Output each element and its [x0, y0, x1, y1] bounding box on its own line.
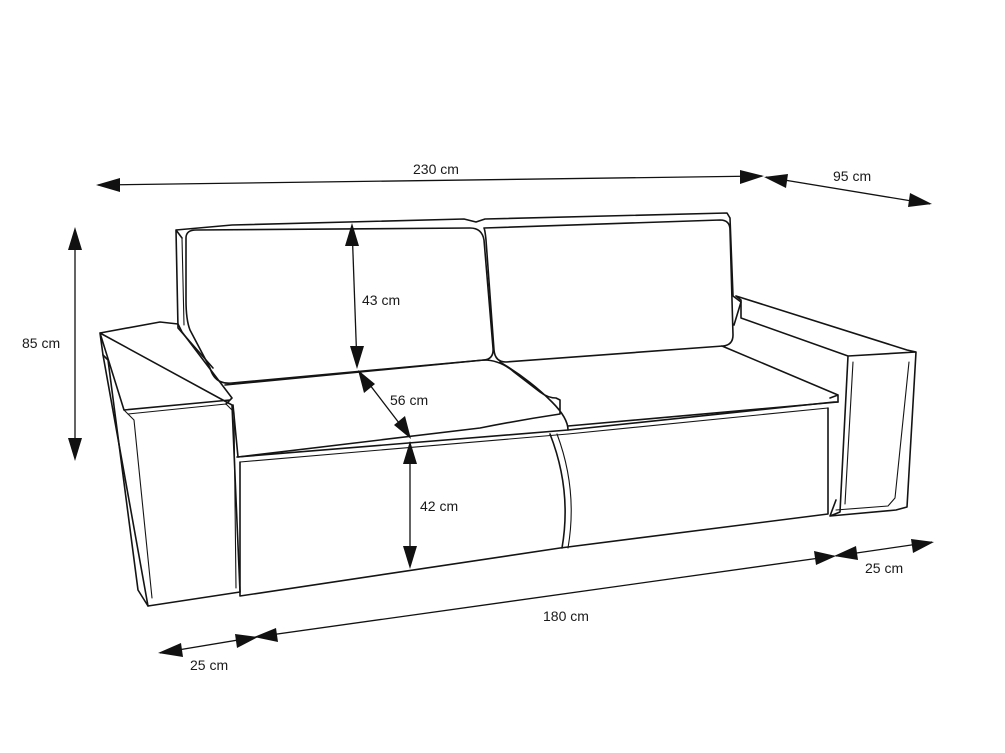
sofa-seat-front-split-inner [556, 433, 572, 549]
sofa-seat-top [224, 345, 839, 458]
arrow-armrest-left-b [235, 634, 258, 648]
sofa-back-frame-inner [181, 237, 185, 326]
dim-line-depth [765, 176, 931, 205]
arrow-seat-height-top [403, 441, 417, 464]
sofa-left-armrest-front-seam [127, 403, 237, 599]
dim-line-seat-width [255, 555, 835, 638]
arrow-armrest-left-a [158, 643, 183, 657]
arrow-seat-width-left [254, 628, 278, 642]
dim-line-total-width [97, 175, 763, 186]
sofa-right-back-cushion [483, 219, 734, 363]
dimension-lines [68, 170, 934, 657]
arrow-seat-width-right [814, 551, 836, 565]
arrow-height-bottom [68, 438, 82, 461]
label-total-height: 85 cm [22, 335, 60, 351]
arrow-height-top [68, 227, 82, 250]
arrow-armrest-right-a [834, 546, 858, 560]
arrow-seat-depth-top [358, 370, 375, 393]
sofa-seat-front-split [549, 433, 566, 549]
label-backrest-height: 43 cm [362, 292, 400, 308]
label-seat-height: 42 cm [420, 498, 458, 514]
sofa-left-back-cushion [185, 227, 494, 385]
sofa-seat-front-panel [239, 407, 829, 597]
sofa-right-armrest-seam [835, 361, 910, 511]
sofa-seat-front-piping [239, 407, 829, 463]
label-armrest-right: 25 cm [865, 560, 903, 576]
arrow-total-width-right [740, 170, 764, 184]
dim-line-backrest [351, 225, 358, 367]
arrow-total-width-left [96, 178, 120, 192]
label-seat-depth: 56 cm [390, 392, 428, 408]
sofa-seat-front-edge [236, 401, 839, 458]
arrow-seat-depth-bottom [394, 416, 411, 439]
sofa-back-frame [175, 212, 742, 369]
sofa-right-armrest [735, 295, 917, 517]
arrow-depth-right [908, 193, 932, 207]
arrow-seat-height-bottom [403, 546, 417, 569]
sofa-drawing [99, 212, 917, 607]
arrow-backrest-bottom [350, 346, 364, 369]
arrow-depth-left [764, 174, 788, 188]
dimension-labels: 230 cm 95 cm 85 cm 43 cm 56 cm 42 cm 180… [22, 161, 903, 673]
label-armrest-left: 25 cm [190, 657, 228, 673]
arrow-armrest-right-b [911, 539, 934, 553]
arrow-backrest-top [345, 223, 359, 246]
label-total-width: 230 cm [413, 161, 459, 177]
sofa-left-armrest-side [102, 354, 149, 607]
label-seat-width: 180 cm [543, 608, 589, 624]
label-depth: 95 cm [833, 168, 871, 184]
